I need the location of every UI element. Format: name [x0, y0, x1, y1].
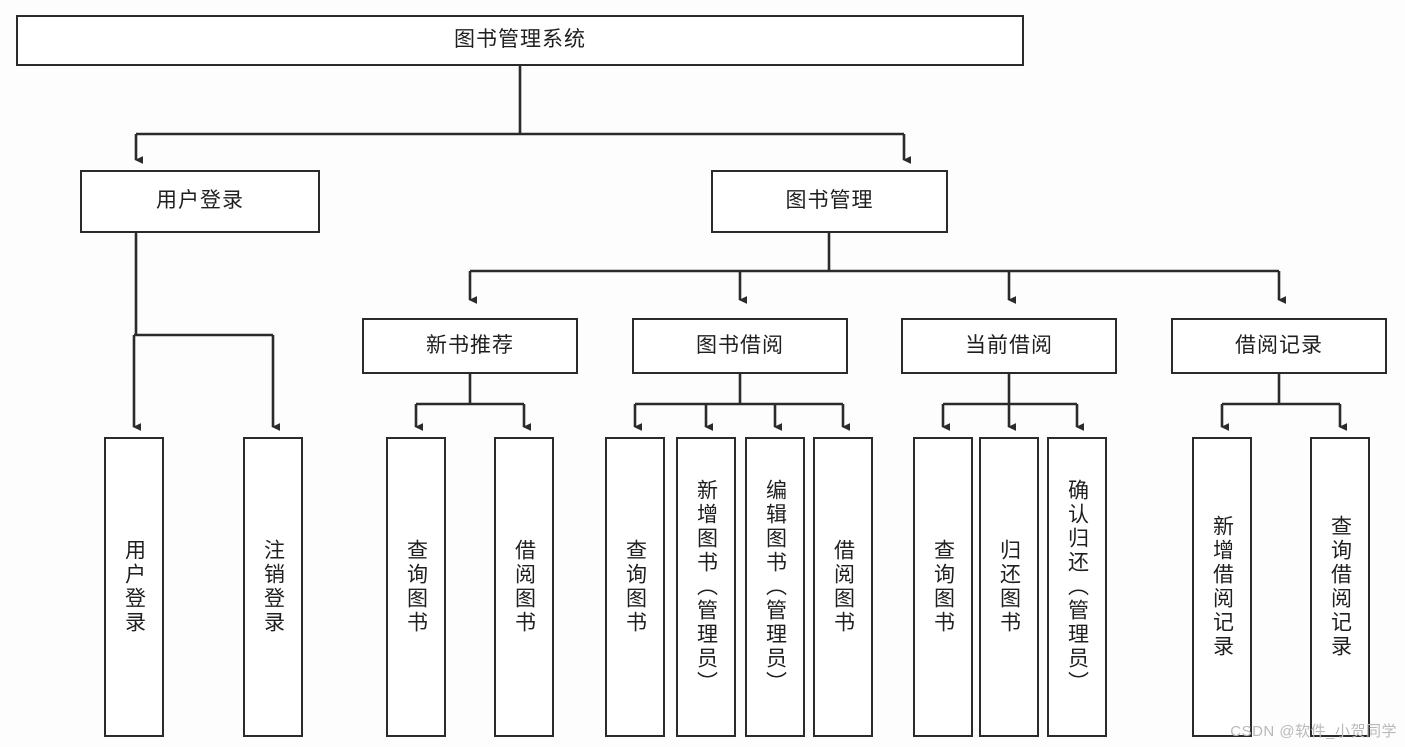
leaf-add-record-label: 新增借阅记录 [1210, 515, 1234, 659]
leaf-query-book-2[interactable]: 查询图书 [605, 437, 665, 737]
leaf-add-record[interactable]: 新增借阅记录 [1192, 437, 1252, 737]
leaf-query-record[interactable]: 查询借阅记录 [1310, 437, 1370, 737]
leaf-user-login-label: 用户登录 [122, 539, 146, 635]
leaf-confirm-return[interactable]: 确认归还（管理员） [1047, 437, 1107, 737]
leaf-query-book-1[interactable]: 查询图书 [386, 437, 446, 737]
leaf-query-book-3[interactable]: 查询图书 [913, 437, 973, 737]
leaf-query-book-1-label: 查询图书 [404, 539, 428, 635]
leaf-borrow-book-1[interactable]: 借阅图书 [494, 437, 554, 737]
node-root-system[interactable]: 图书管理系统 [16, 15, 1024, 66]
leaf-query-record-label: 查询借阅记录 [1328, 515, 1352, 659]
node-book-borrow-label: 图书借阅 [696, 333, 784, 357]
leaf-borrow-book-2[interactable]: 借阅图书 [813, 437, 873, 737]
node-current-borrow[interactable]: 当前借阅 [901, 318, 1117, 374]
node-book-manage[interactable]: 图书管理 [711, 170, 948, 233]
node-borrow-record[interactable]: 借阅记录 [1171, 318, 1387, 374]
leaf-return-book-label: 归还图书 [997, 539, 1021, 635]
leaf-return-book[interactable]: 归还图书 [979, 437, 1039, 737]
node-root-system-label: 图书管理系统 [454, 28, 586, 52]
leaf-logout-login-label: 注销登录 [261, 539, 285, 635]
node-book-borrow[interactable]: 图书借阅 [632, 318, 848, 374]
node-user-login[interactable]: 用户登录 [80, 170, 320, 233]
leaf-query-book-3-label: 查询图书 [931, 539, 955, 635]
leaf-add-book-label: 新增图书（管理员） [694, 479, 718, 695]
leaf-borrow-book-2-label: 借阅图书 [831, 539, 855, 635]
node-new-book-recommend[interactable]: 新书推荐 [362, 318, 578, 374]
node-new-book-recommend-label: 新书推荐 [426, 333, 514, 357]
watermark: CSDN @软件_小贺同学 [1230, 723, 1397, 740]
node-user-login-label: 用户登录 [156, 189, 244, 213]
leaf-user-login[interactable]: 用户登录 [104, 437, 164, 737]
leaf-logout-login[interactable]: 注销登录 [243, 437, 303, 737]
leaf-edit-book[interactable]: 编辑图书（管理员） [745, 437, 805, 737]
node-borrow-record-label: 借阅记录 [1235, 333, 1323, 357]
leaf-confirm-return-label: 确认归还（管理员） [1065, 479, 1089, 695]
leaf-edit-book-label: 编辑图书（管理员） [763, 479, 787, 695]
leaf-add-book[interactable]: 新增图书（管理员） [676, 437, 736, 737]
node-book-manage-label: 图书管理 [785, 189, 874, 213]
leaf-query-book-2-label: 查询图书 [623, 539, 647, 635]
node-current-borrow-label: 当前借阅 [965, 333, 1053, 357]
leaf-borrow-book-1-label: 借阅图书 [512, 539, 536, 635]
